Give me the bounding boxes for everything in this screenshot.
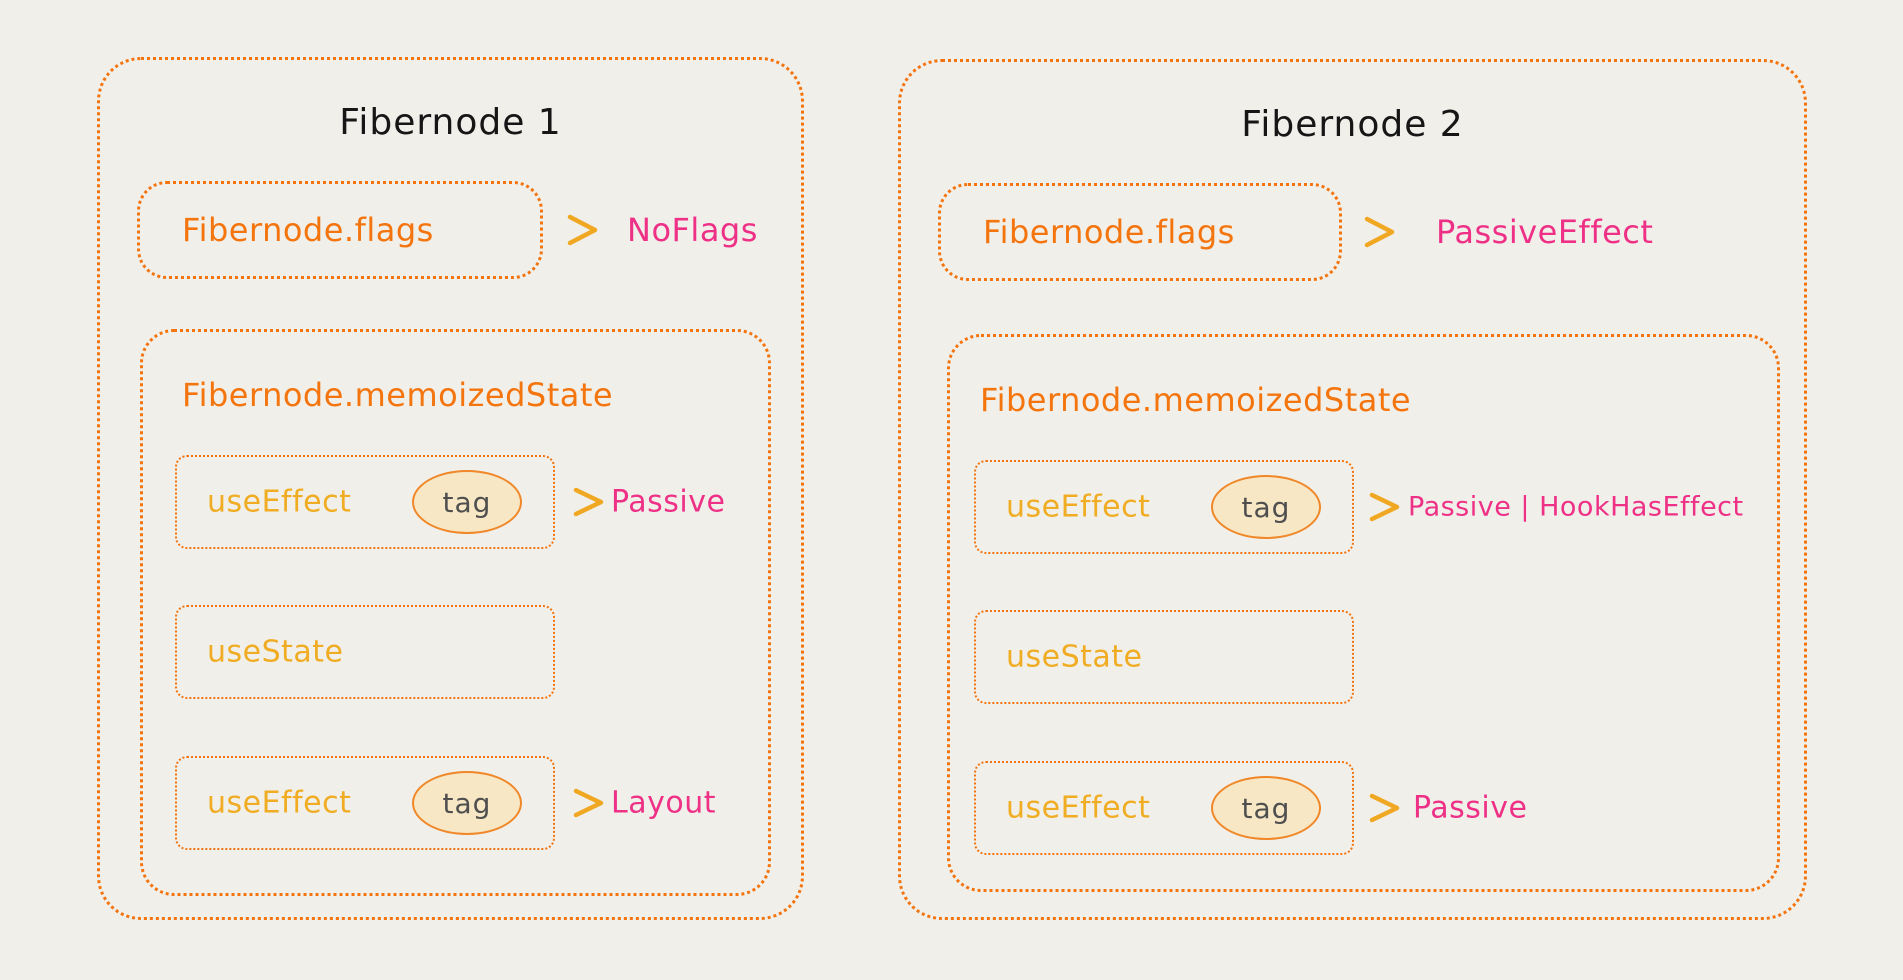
hook-name: useEffect: [207, 484, 352, 520]
fibernode-1-panel: Fibernode 1 Fibernode.flags NoFlags Fibe…: [97, 57, 804, 920]
flags-row: Fibernode.flags NoFlags: [100, 181, 801, 279]
arrow-right-icon: [516, 487, 604, 517]
tag-label: tag: [442, 485, 492, 519]
hook-row-use-state: useState: [950, 610, 1777, 704]
hook-box: useEffect tag: [974, 761, 1354, 855]
hook-box: useState: [974, 610, 1354, 704]
flags-label: Fibernode.flags: [182, 211, 434, 249]
hook-name: useEffect: [1006, 790, 1151, 826]
memoized-state-label: Fibernode.memoizedState: [980, 381, 1412, 419]
hook-box: useEffect tag: [175, 455, 555, 549]
hook-value: Layout: [611, 785, 716, 821]
panel-title: Fibernode 2: [1241, 104, 1464, 145]
arrow-right-icon: [1312, 492, 1400, 522]
panel-title: Fibernode 1: [339, 102, 562, 143]
flags-label: Fibernode.flags: [983, 213, 1235, 251]
hook-row-use-effect-1: useEffect tag Passive: [143, 455, 768, 549]
memoized-state-label: Fibernode.memoizedState: [182, 376, 614, 414]
hook-name: useEffect: [1006, 489, 1151, 525]
arrow-right-icon: [1312, 793, 1400, 823]
hook-name: useState: [207, 634, 344, 670]
hook-value: Passive | HookHasEffect: [1408, 491, 1744, 523]
hook-row-use-state: useState: [143, 605, 768, 699]
hook-row-use-effect-2: useEffect tag Layout: [143, 756, 768, 850]
tag-label: tag: [442, 786, 492, 820]
flags-row: Fibernode.flags PassiveEffect: [901, 183, 1804, 281]
hook-value: Passive: [1413, 790, 1528, 826]
fibernode-2-panel: Fibernode 2 Fibernode.flags PassiveEffec…: [898, 59, 1807, 920]
flags-value: PassiveEffect: [1436, 213, 1654, 251]
flags-box: Fibernode.flags: [137, 181, 543, 279]
tag-ellipse: tag: [1211, 776, 1321, 840]
tag-label: tag: [1241, 490, 1291, 524]
arrow-right-icon: [498, 214, 598, 246]
tag-ellipse: tag: [412, 771, 522, 835]
hook-row-use-effect-2: useEffect tag Passive: [950, 761, 1777, 855]
tag-ellipse: tag: [412, 470, 522, 534]
hook-box: useState: [175, 605, 555, 699]
hook-name: useEffect: [207, 785, 352, 821]
flags-value: NoFlags: [627, 211, 758, 249]
flags-box: Fibernode.flags: [938, 183, 1342, 281]
hook-row-use-effect-1: useEffect tag Passive | HookHasEffect: [950, 460, 1777, 554]
memoized-state-box: Fibernode.memoizedState useEffect tag Pa…: [947, 334, 1780, 892]
hook-box: useEffect tag: [175, 756, 555, 850]
hook-name: useState: [1006, 639, 1143, 675]
tag-label: tag: [1241, 791, 1291, 825]
memoized-state-box: Fibernode.memoizedState useEffect tag Pa…: [140, 329, 771, 896]
tag-ellipse: tag: [1211, 475, 1321, 539]
arrow-right-icon: [516, 788, 604, 818]
hook-value: Passive: [611, 484, 726, 520]
arrow-right-icon: [1297, 216, 1395, 248]
hook-box: useEffect tag: [974, 460, 1354, 554]
